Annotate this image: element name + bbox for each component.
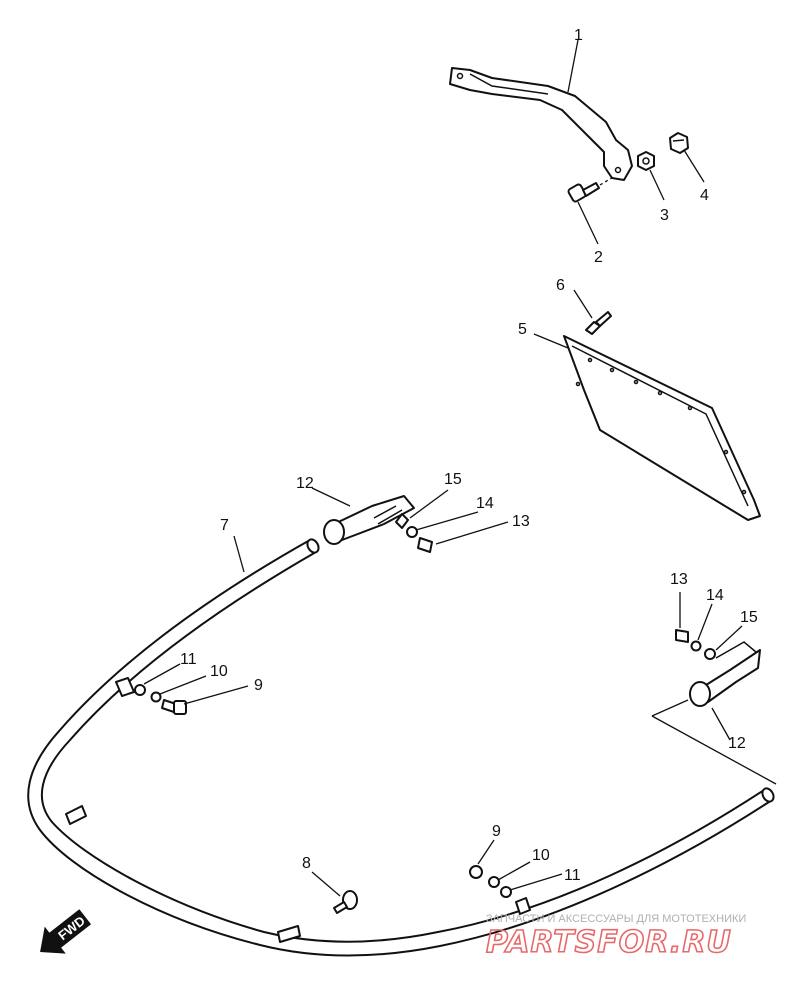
callout-2: 2 [594, 249, 603, 266]
callout-9-bottom: 9 [492, 823, 501, 840]
callout-15-upper: 15 [444, 471, 462, 488]
fastener-group-bottom [469, 865, 531, 915]
part-4-cap-nut [669, 132, 689, 154]
callout-labels: 1 2 3 4 5 6 7 8 11 10 9 9 10 11 12 15 14… [180, 27, 758, 884]
fastener-group-left [134, 684, 187, 715]
callout-8: 8 [302, 855, 311, 872]
callout-10-left: 10 [210, 663, 228, 680]
callout-4: 4 [700, 187, 709, 204]
callout-14-right: 14 [706, 587, 724, 604]
watermark-logo: PARTSFOR.RU [486, 925, 732, 960]
callout-9-left: 9 [254, 677, 263, 694]
part-2-bolt [567, 175, 616, 203]
callout-3: 3 [660, 207, 669, 224]
part-3-nut [637, 151, 655, 171]
watermark: ЗАПЧАСТИ И АКСЕССУАРЫ ДЛЯ МОТОТЕХНИКИ PA… [485, 913, 746, 961]
callout-5: 5 [518, 321, 527, 338]
part-6-rivet [585, 311, 612, 335]
callout-13-right: 13 [670, 571, 688, 588]
part-12-clamp-right [675, 629, 761, 707]
callout-12-right: 12 [728, 735, 746, 752]
callout-6: 6 [556, 277, 565, 294]
callout-11-bottom: 11 [564, 867, 581, 884]
callout-15-right: 15 [740, 609, 758, 626]
callout-10-bottom: 10 [532, 847, 550, 864]
part-7-tube-rail [27, 538, 775, 957]
callout-7: 7 [220, 517, 229, 534]
part-8-screw [333, 890, 358, 914]
fwd-arrow-icon: FWD [40, 909, 92, 954]
callout-14-upper: 14 [476, 495, 494, 512]
callout-11-left: 11 [180, 651, 197, 668]
leader-lines [143, 39, 777, 897]
part-5-plate [563, 335, 761, 521]
part-12-clamp-upper [323, 495, 433, 553]
watermark-tagline: ЗАПЧАСТИ И АКСЕССУАРЫ ДЛЯ МОТОТЕХНИКИ [486, 913, 746, 925]
part-1-bracket [449, 67, 633, 181]
callout-12-upper: 12 [296, 475, 314, 492]
callout-1: 1 [574, 27, 583, 44]
callout-13-upper: 13 [512, 513, 530, 530]
